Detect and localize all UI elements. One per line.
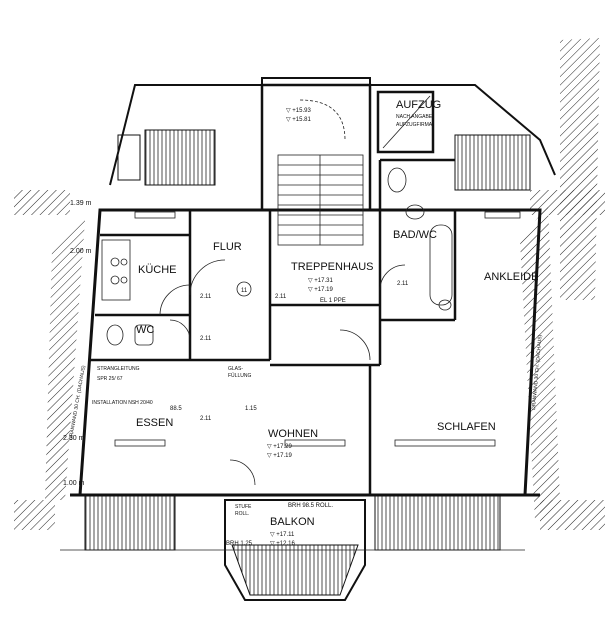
note-glas: GLAS- [228, 366, 243, 372]
stair-treads [277, 154, 364, 246]
label-balkon: BALKON [270, 516, 315, 528]
door-kueche [159, 284, 191, 316]
level-stair-2: ▽ +17.19 [308, 287, 333, 293]
hatch-left-bottom [14, 500, 55, 530]
level-top-1: ▽ +15.93 [286, 108, 311, 114]
level-top-2: ▽ +15.81 [286, 117, 311, 123]
chimney-left [117, 134, 141, 181]
level-balkon-1: ▽ +17.11 [270, 532, 295, 538]
dormer-right [454, 134, 531, 191]
hatch-right-wall [520, 205, 560, 520]
elevator-cross [382, 95, 431, 149]
note-rolladen: ROLL. [235, 511, 249, 517]
dim-115: 1.15 [245, 406, 257, 412]
door-marker [236, 281, 252, 297]
door-wc [169, 319, 191, 341]
dim-211-e: 2.11 [200, 416, 212, 422]
level-wohnen-2: ▽ +17.19 [267, 453, 292, 459]
note-install: INSTALLATION NSH 20/40 [92, 400, 153, 406]
elevator-shaft [376, 90, 435, 154]
roof-outline-top [109, 77, 556, 186]
door-number: 11 [241, 288, 248, 294]
hatch-right-edge [560, 38, 600, 300]
dim-211-c: 2.11 [397, 281, 409, 287]
hatch-left-wall [45, 220, 85, 500]
dim-h3: 2.30 m [63, 435, 85, 442]
interior-walls [90, 158, 457, 495]
wc-fixtures [106, 324, 154, 346]
dormer-left [144, 129, 216, 186]
dim-211-b: 2.11 [275, 294, 287, 300]
label-schlafen: SCHLAFEN [437, 421, 496, 433]
balcony-outline [224, 499, 366, 601]
door-bad [379, 264, 406, 291]
label-wc: WC [136, 324, 154, 336]
dim-211-a: 2.11 [200, 294, 212, 300]
dim-brh-2: BRH 1.25 [226, 541, 253, 547]
door-wohnen [229, 459, 256, 486]
kitchen-fixtures [101, 239, 131, 301]
bath-fixtures [387, 167, 453, 311]
dim-door-88: 88.5 [170, 406, 182, 412]
dormer-bottom-right [374, 494, 501, 551]
label-aufzug: AUFZUG [396, 99, 441, 111]
stairwell-top [260, 83, 372, 212]
label-wohnen: WOHNEN [268, 428, 318, 440]
dim-h2: 2.00 m [70, 248, 92, 255]
dim-211-d: 2.11 [200, 336, 212, 342]
label-treppenhaus: TREPPENHAUS [291, 261, 374, 273]
hatch-left-top [14, 190, 70, 215]
door-schlafen [339, 329, 371, 361]
level-balkon-2: ▽ +12.16 [270, 541, 295, 547]
label-essen: ESSEN [136, 417, 173, 429]
note-stufe: STUFE [235, 504, 252, 510]
door-flur [189, 259, 226, 296]
label-kueche: KÜCHE [138, 264, 177, 276]
label-aufzug-note-2: AUFZUGFIRMA [396, 122, 433, 128]
note-kuehl: STRANGLEITUNG [97, 366, 140, 372]
balcony-deck [231, 544, 359, 596]
label-bad-wc: BAD/WC [393, 229, 437, 241]
dim-brh: BRH 98.5 ROLL. [288, 503, 333, 509]
note-stair: EL 1 PPE [320, 298, 346, 304]
level-wohnen-1: ▽ +17.29 [267, 444, 292, 450]
dim-h1: 1.39 m [70, 200, 92, 207]
level-stair-1: ▽ +17.31 [308, 278, 333, 284]
hatch-right-bottom [540, 500, 605, 530]
note-glas-2: FÜLLUNG [228, 372, 251, 379]
dim-h4: 1.00 m [63, 480, 85, 487]
label-aufzug-note-1: NACH ANGABE [396, 114, 433, 120]
label-flur: FLUR [213, 241, 242, 253]
dormer-bottom-left [84, 494, 176, 551]
building-outline [78, 208, 542, 497]
note-kuehl-2: SPR 25/ 67 [97, 376, 123, 382]
label-ankleide: ANKLEIDE [484, 271, 538, 283]
door-arc-top [299, 99, 346, 141]
windows [114, 211, 521, 447]
